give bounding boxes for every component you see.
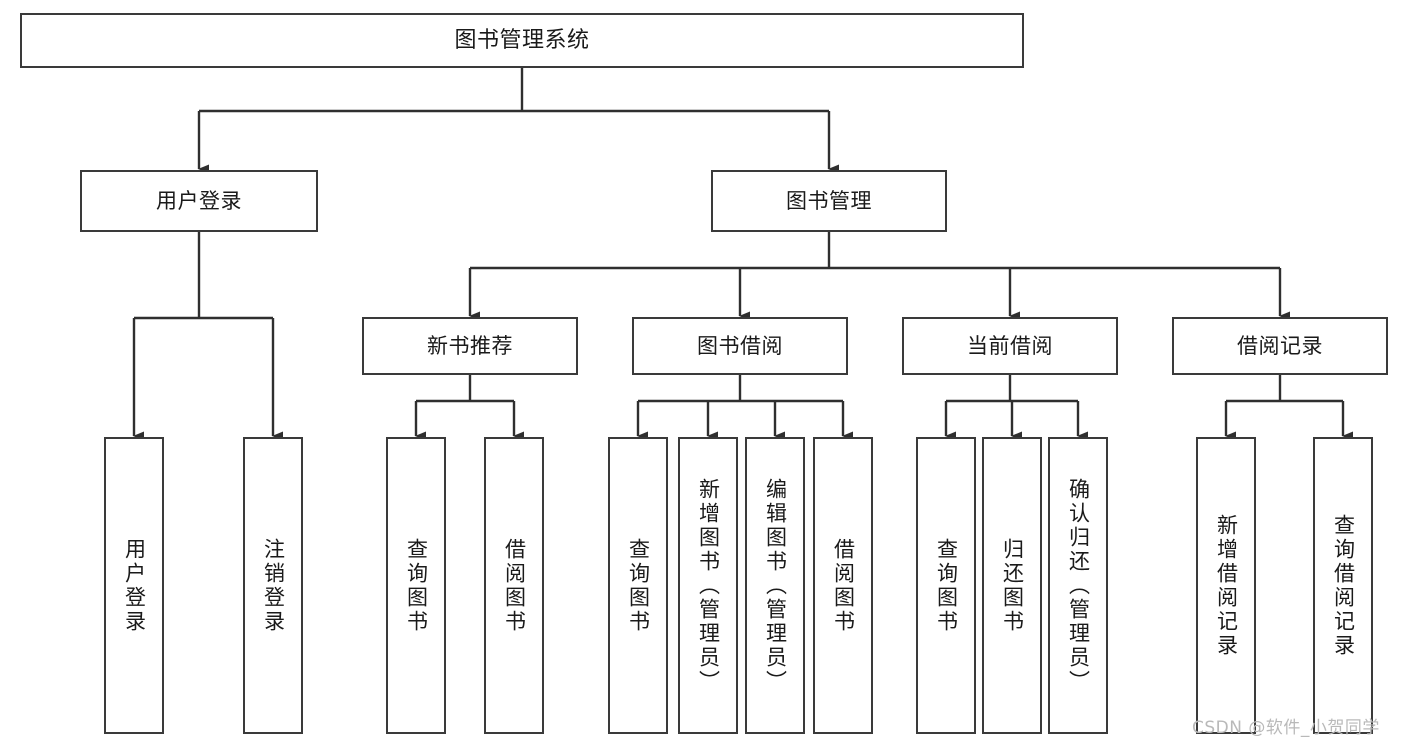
csdn-watermark: CSDN @软件_小贺同学 — [1192, 718, 1380, 738]
node-leaf-query-3[interactable]: 查询图书 — [916, 437, 976, 734]
node-label-book-borrow: 图书借阅 — [697, 333, 783, 358]
node-leaf-add-book[interactable]: 新增图书（管理员） — [678, 437, 738, 734]
node-label-leaf-query-rec: 查询借阅记录 — [1331, 513, 1356, 658]
node-label-new-book-rec: 新书推荐 — [427, 333, 513, 358]
node-label-borrow-record: 借阅记录 — [1237, 333, 1323, 358]
node-label-leaf-confirm: 确认归还（管理员） — [1066, 477, 1091, 694]
node-label-leaf-query-3: 查询图书 — [934, 537, 959, 634]
node-borrow-record[interactable]: 借阅记录 — [1172, 317, 1388, 375]
node-label-leaf-return: 归还图书 — [1000, 537, 1025, 634]
node-leaf-add-rec[interactable]: 新增借阅记录 — [1196, 437, 1256, 734]
node-leaf-query-rec[interactable]: 查询借阅记录 — [1313, 437, 1373, 734]
node-current-borrow[interactable]: 当前借阅 — [902, 317, 1118, 375]
node-leaf-borrow-1[interactable]: 借阅图书 — [484, 437, 544, 734]
node-label-leaf-borrow-1: 借阅图书 — [502, 537, 527, 634]
node-root[interactable]: 图书管理系统 — [20, 13, 1024, 68]
node-label-root: 图书管理系统 — [454, 27, 590, 53]
node-label-leaf-add-rec: 新增借阅记录 — [1214, 513, 1239, 658]
node-leaf-query-1[interactable]: 查询图书 — [386, 437, 446, 734]
node-leaf-borrow-2[interactable]: 借阅图书 — [813, 437, 873, 734]
node-label-leaf-add-book: 新增图书（管理员） — [696, 477, 721, 694]
node-label-current-borrow: 当前借阅 — [967, 333, 1053, 358]
node-leaf-user-login[interactable]: 用户登录 — [104, 437, 164, 734]
node-label-leaf-query-2: 查询图书 — [626, 537, 651, 634]
node-label-leaf-edit-book: 编辑图书（管理员） — [763, 477, 788, 694]
node-label-leaf-query-1: 查询图书 — [404, 537, 429, 634]
node-label-leaf-borrow-2: 借阅图书 — [831, 537, 856, 634]
node-new-book-rec[interactable]: 新书推荐 — [362, 317, 578, 375]
node-label-leaf-user-login: 用户登录 — [122, 537, 147, 634]
node-leaf-return[interactable]: 归还图书 — [982, 437, 1042, 734]
node-book-manage[interactable]: 图书管理 — [711, 170, 947, 232]
node-label-book-manage: 图书管理 — [786, 188, 872, 213]
node-leaf-logout[interactable]: 注销登录 — [243, 437, 303, 734]
node-leaf-query-2[interactable]: 查询图书 — [608, 437, 668, 734]
node-label-user-login: 用户登录 — [156, 188, 242, 213]
node-leaf-confirm[interactable]: 确认归还（管理员） — [1048, 437, 1108, 734]
node-user-login[interactable]: 用户登录 — [80, 170, 318, 232]
node-label-leaf-logout: 注销登录 — [261, 537, 286, 634]
node-book-borrow[interactable]: 图书借阅 — [632, 317, 848, 375]
node-leaf-edit-book[interactable]: 编辑图书（管理员） — [745, 437, 805, 734]
